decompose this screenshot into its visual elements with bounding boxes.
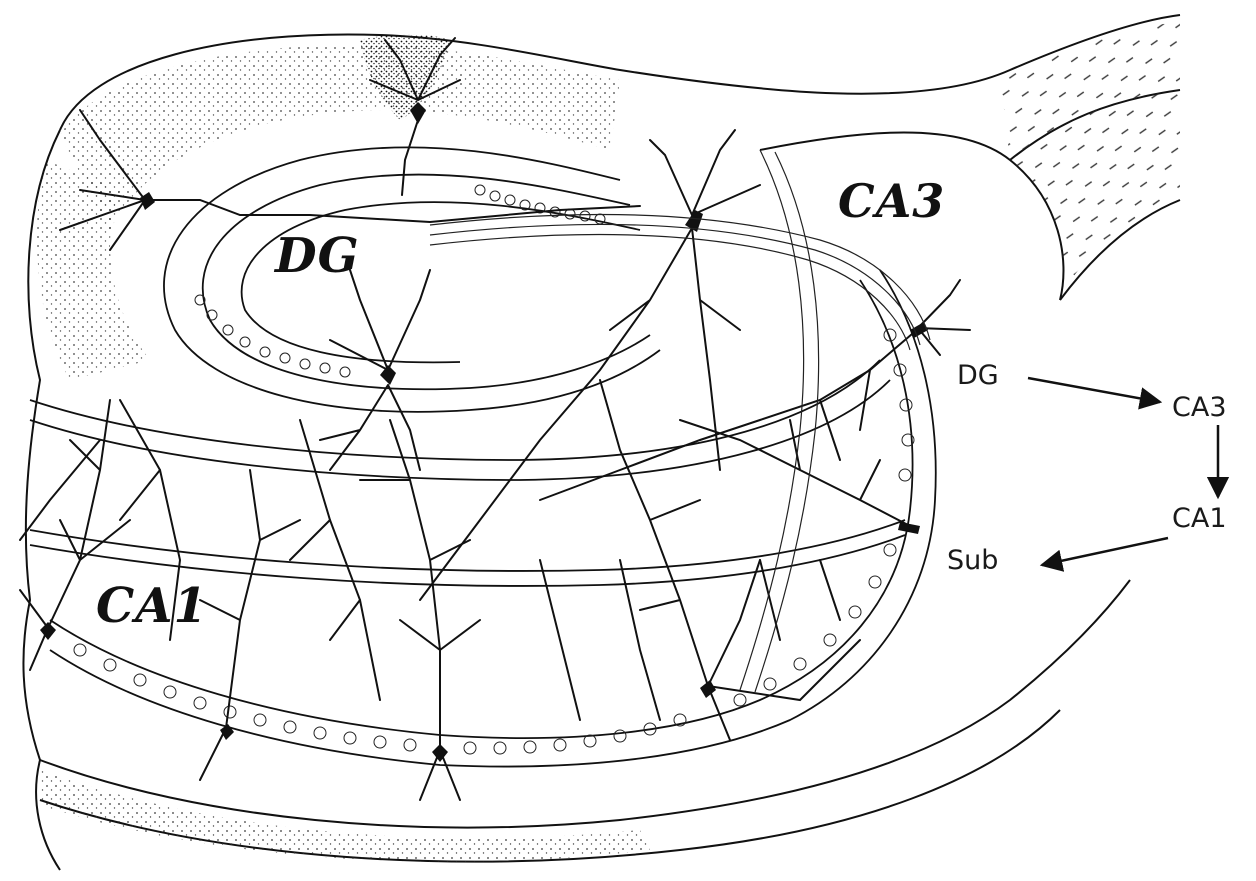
dentate-gyrus-layer bbox=[164, 147, 660, 412]
dg-region-label: DG bbox=[275, 232, 360, 280]
pyramidal-layer bbox=[30, 270, 936, 767]
stippled-texture bbox=[37, 22, 1180, 862]
pyramidal-cell-bodies bbox=[74, 329, 914, 754]
arrow-ca1-to-sub bbox=[1042, 538, 1168, 565]
ca3-region-label: CA3 bbox=[838, 178, 945, 224]
granule-cells bbox=[195, 185, 605, 377]
arrow-dg-to-ca3 bbox=[1028, 378, 1160, 402]
flow-node-dg: DG bbox=[957, 362, 999, 389]
flow-node-sub: Sub bbox=[947, 547, 998, 574]
flow-node-ca1: CA1 bbox=[1172, 505, 1227, 532]
flow-node-ca3: CA3 bbox=[1172, 394, 1227, 421]
ca1-region-label: CA1 bbox=[96, 582, 208, 630]
